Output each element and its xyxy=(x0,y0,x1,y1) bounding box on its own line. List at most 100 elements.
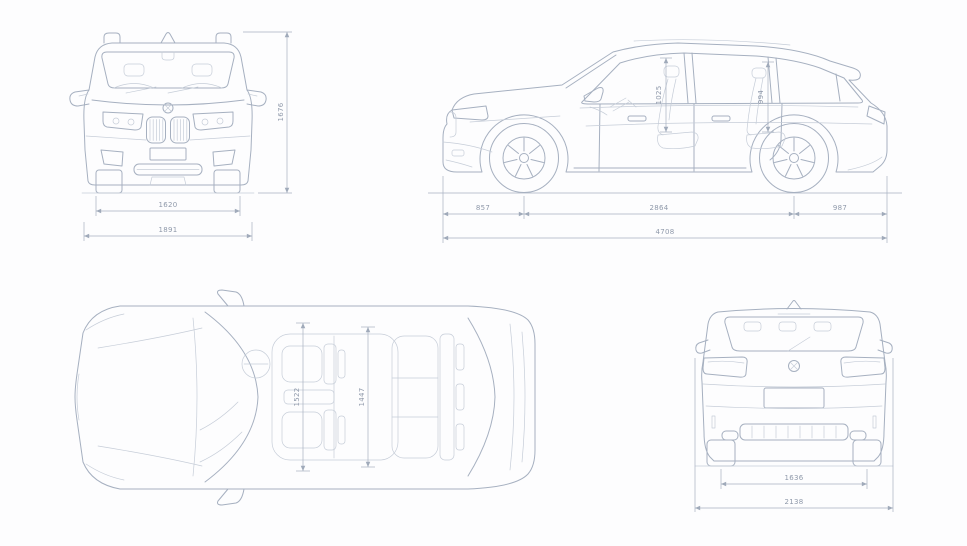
license-plate xyxy=(149,147,187,161)
mirror-bottom xyxy=(217,488,245,506)
tire-left-rear xyxy=(706,439,736,467)
fog-area-left xyxy=(100,149,124,167)
grille-slats xyxy=(149,119,188,141)
passenger-seat xyxy=(281,409,346,451)
roof-rail-left xyxy=(103,32,121,44)
antenna-fin xyxy=(160,32,176,44)
center-console xyxy=(283,389,335,405)
brand-roundel xyxy=(162,102,174,114)
mirror-right-rear xyxy=(877,339,893,354)
rear-window-arc xyxy=(467,317,496,477)
wipers xyxy=(125,86,157,94)
taillight-left xyxy=(702,356,748,378)
tire-right-rear xyxy=(852,439,882,467)
wheelbase-label: 2864 xyxy=(649,204,668,212)
door-handle-rear xyxy=(711,115,731,122)
b-pillar xyxy=(683,52,689,104)
door-seam-1 xyxy=(598,103,601,172)
windshield xyxy=(101,51,235,89)
front-view-body xyxy=(69,32,267,194)
front-headroom-label: 1025 xyxy=(655,85,663,104)
side-view-dimensions: 857 2864 987 4708 1025 994 xyxy=(428,57,902,243)
side-glass xyxy=(581,52,863,105)
door-handle-front xyxy=(627,115,647,122)
rear-view-details xyxy=(694,313,894,467)
rear-seat xyxy=(746,67,786,150)
tire-right xyxy=(213,169,241,194)
front-wheel xyxy=(489,123,559,193)
diffuser xyxy=(739,423,849,441)
headrest-right xyxy=(191,63,213,77)
front-wheel-spokes xyxy=(504,137,544,177)
tire-left xyxy=(95,169,123,194)
rear-overhang-label: 987 xyxy=(833,204,847,212)
side-view: 857 2864 987 4708 1025 994 xyxy=(428,39,902,243)
headlight-left xyxy=(102,111,144,131)
rear-headroom-label: 994 xyxy=(757,90,765,105)
top-silhouette xyxy=(74,305,536,490)
mirror-left-rear xyxy=(695,339,711,354)
rear-track-width-label: 1636 xyxy=(784,474,803,482)
antenna-fin-rear xyxy=(786,300,802,310)
fog-area-right xyxy=(212,149,236,167)
side-headlight xyxy=(451,105,489,121)
rear-side-left xyxy=(701,311,875,462)
front-seat xyxy=(657,65,699,150)
top-view: 1522 1447 xyxy=(74,289,536,506)
mirror-right xyxy=(246,89,267,107)
rearview-mirror xyxy=(161,51,175,61)
top-view-details xyxy=(76,313,526,481)
rear-side-right xyxy=(869,311,887,462)
license-plate-rear xyxy=(763,387,825,409)
kidney-grille-left xyxy=(146,116,166,144)
rear-wheel-spokes xyxy=(774,137,814,177)
windshield-arc xyxy=(204,311,259,483)
side-silhouette xyxy=(442,42,888,173)
rear-view: 1636 2138 xyxy=(694,300,894,512)
lower-intake xyxy=(133,163,203,176)
mirror-top xyxy=(217,289,245,307)
rear-interior-width-label: 1447 xyxy=(358,387,366,406)
roof-rail-right xyxy=(215,32,232,44)
rear-wheel xyxy=(759,123,829,193)
taillight-right xyxy=(840,356,886,378)
front-overall-height-label: 1676 xyxy=(277,102,285,121)
panoramic-roof xyxy=(271,333,399,461)
rear-view-dimensions: 1636 2138 xyxy=(694,358,894,512)
rear-wiper xyxy=(787,336,811,352)
steering-wheel-top xyxy=(241,349,271,379)
door-seam-3 xyxy=(769,103,783,161)
side-taillight xyxy=(866,105,886,125)
quarter-window-line xyxy=(835,73,841,102)
rear-view-body xyxy=(695,300,893,467)
top-view-body xyxy=(74,289,536,506)
wipers xyxy=(199,401,239,431)
overall-length-label: 4708 xyxy=(655,228,674,236)
mirror-left xyxy=(69,89,90,107)
driver-seat xyxy=(281,343,346,385)
c-pillar xyxy=(767,56,773,104)
front-track-width-label: 1620 xyxy=(158,201,177,209)
roof-line xyxy=(717,308,871,313)
front-view: 1620 1891 1676 xyxy=(69,31,292,241)
rear-window xyxy=(724,316,864,352)
steering-wheel xyxy=(609,97,637,112)
brand-roundel-rear xyxy=(788,360,800,372)
width-incl-mirrors-label: 2138 xyxy=(784,498,803,506)
side-mirror xyxy=(583,87,604,103)
front-overall-width-label: 1891 xyxy=(158,226,177,234)
front-overhang-label: 857 xyxy=(476,204,490,212)
front-view-details xyxy=(78,51,258,194)
top-view-dimensions: 1522 1447 xyxy=(293,322,375,472)
kidney-grille-right xyxy=(170,116,190,144)
headlight-right xyxy=(192,111,234,131)
exhaust-right xyxy=(849,430,867,441)
rear-bench xyxy=(391,333,465,461)
front-view-dimensions: 1620 1891 1676 xyxy=(83,31,292,241)
exhaust-left xyxy=(721,430,739,441)
roof-rail xyxy=(633,39,791,46)
windshield-line xyxy=(565,54,617,89)
side-view-body xyxy=(442,42,888,193)
diffuser-fins xyxy=(751,425,837,439)
